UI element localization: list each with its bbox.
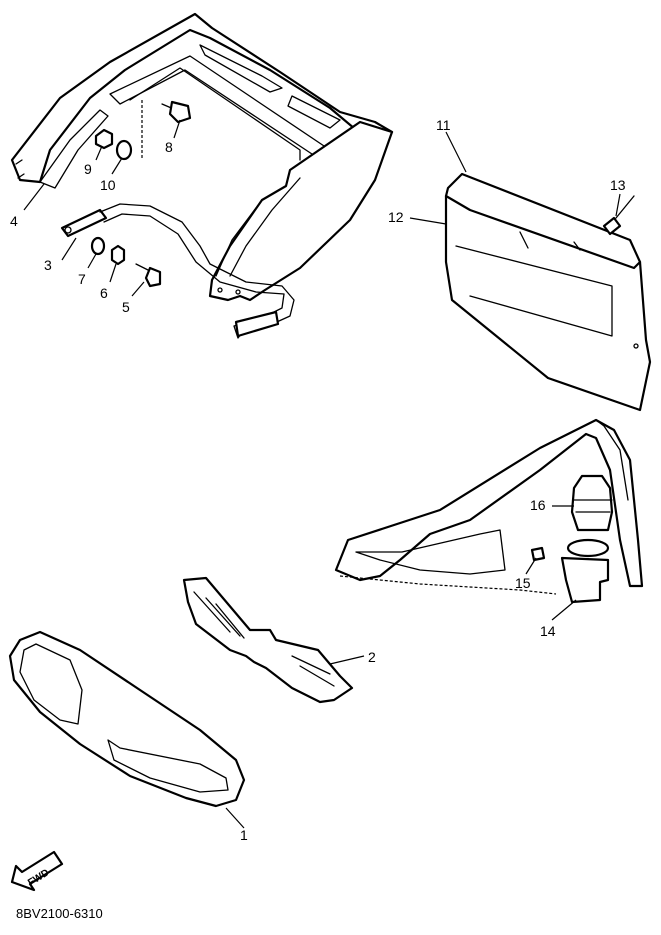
tail-light-housing — [334, 418, 644, 595]
callout-9: 9 — [84, 161, 92, 177]
callout-16: 16 — [530, 497, 546, 513]
bulb-16 — [570, 474, 614, 532]
callout-15: 15 — [515, 575, 531, 591]
callout-10: 10 — [100, 177, 116, 193]
rear-carrier-frame — [10, 12, 394, 302]
screw-15 — [530, 546, 546, 562]
callout-13: 13 — [610, 177, 626, 193]
callout-11: 11 — [436, 117, 451, 133]
washer-10 — [115, 139, 133, 161]
bolt-8 — [141, 100, 192, 160]
tail-garnish — [8, 630, 246, 808]
nut-6 — [110, 244, 126, 266]
callout-2: 2 — [368, 649, 376, 665]
callout-7: 7 — [78, 271, 86, 287]
reflector — [182, 576, 354, 704]
license-plate-bracket — [444, 172, 652, 412]
socket-14 — [560, 538, 610, 604]
callout-6: 6 — [100, 285, 108, 301]
callout-4: 4 — [10, 213, 18, 229]
bolt-5 — [135, 263, 162, 288]
callout-14: 14 — [540, 623, 556, 639]
callout-1: 1 — [240, 827, 248, 843]
callout-12: 12 — [388, 209, 404, 225]
washer-7 — [90, 236, 106, 256]
callout-group: 4 3 7 6 5 9 10 8 11 12 13 16 15 14 2 1 — [10, 117, 626, 843]
fwd-arrow-icon: FWD — [10, 850, 64, 892]
callout-3: 3 — [44, 257, 52, 273]
nut-9 — [94, 128, 114, 150]
drawing-code: 8BV2100-6310 — [16, 906, 103, 921]
callout-8: 8 — [165, 139, 173, 155]
bracket-rod — [60, 203, 295, 339]
callout-5: 5 — [122, 299, 130, 315]
screw-13 — [602, 195, 635, 236]
